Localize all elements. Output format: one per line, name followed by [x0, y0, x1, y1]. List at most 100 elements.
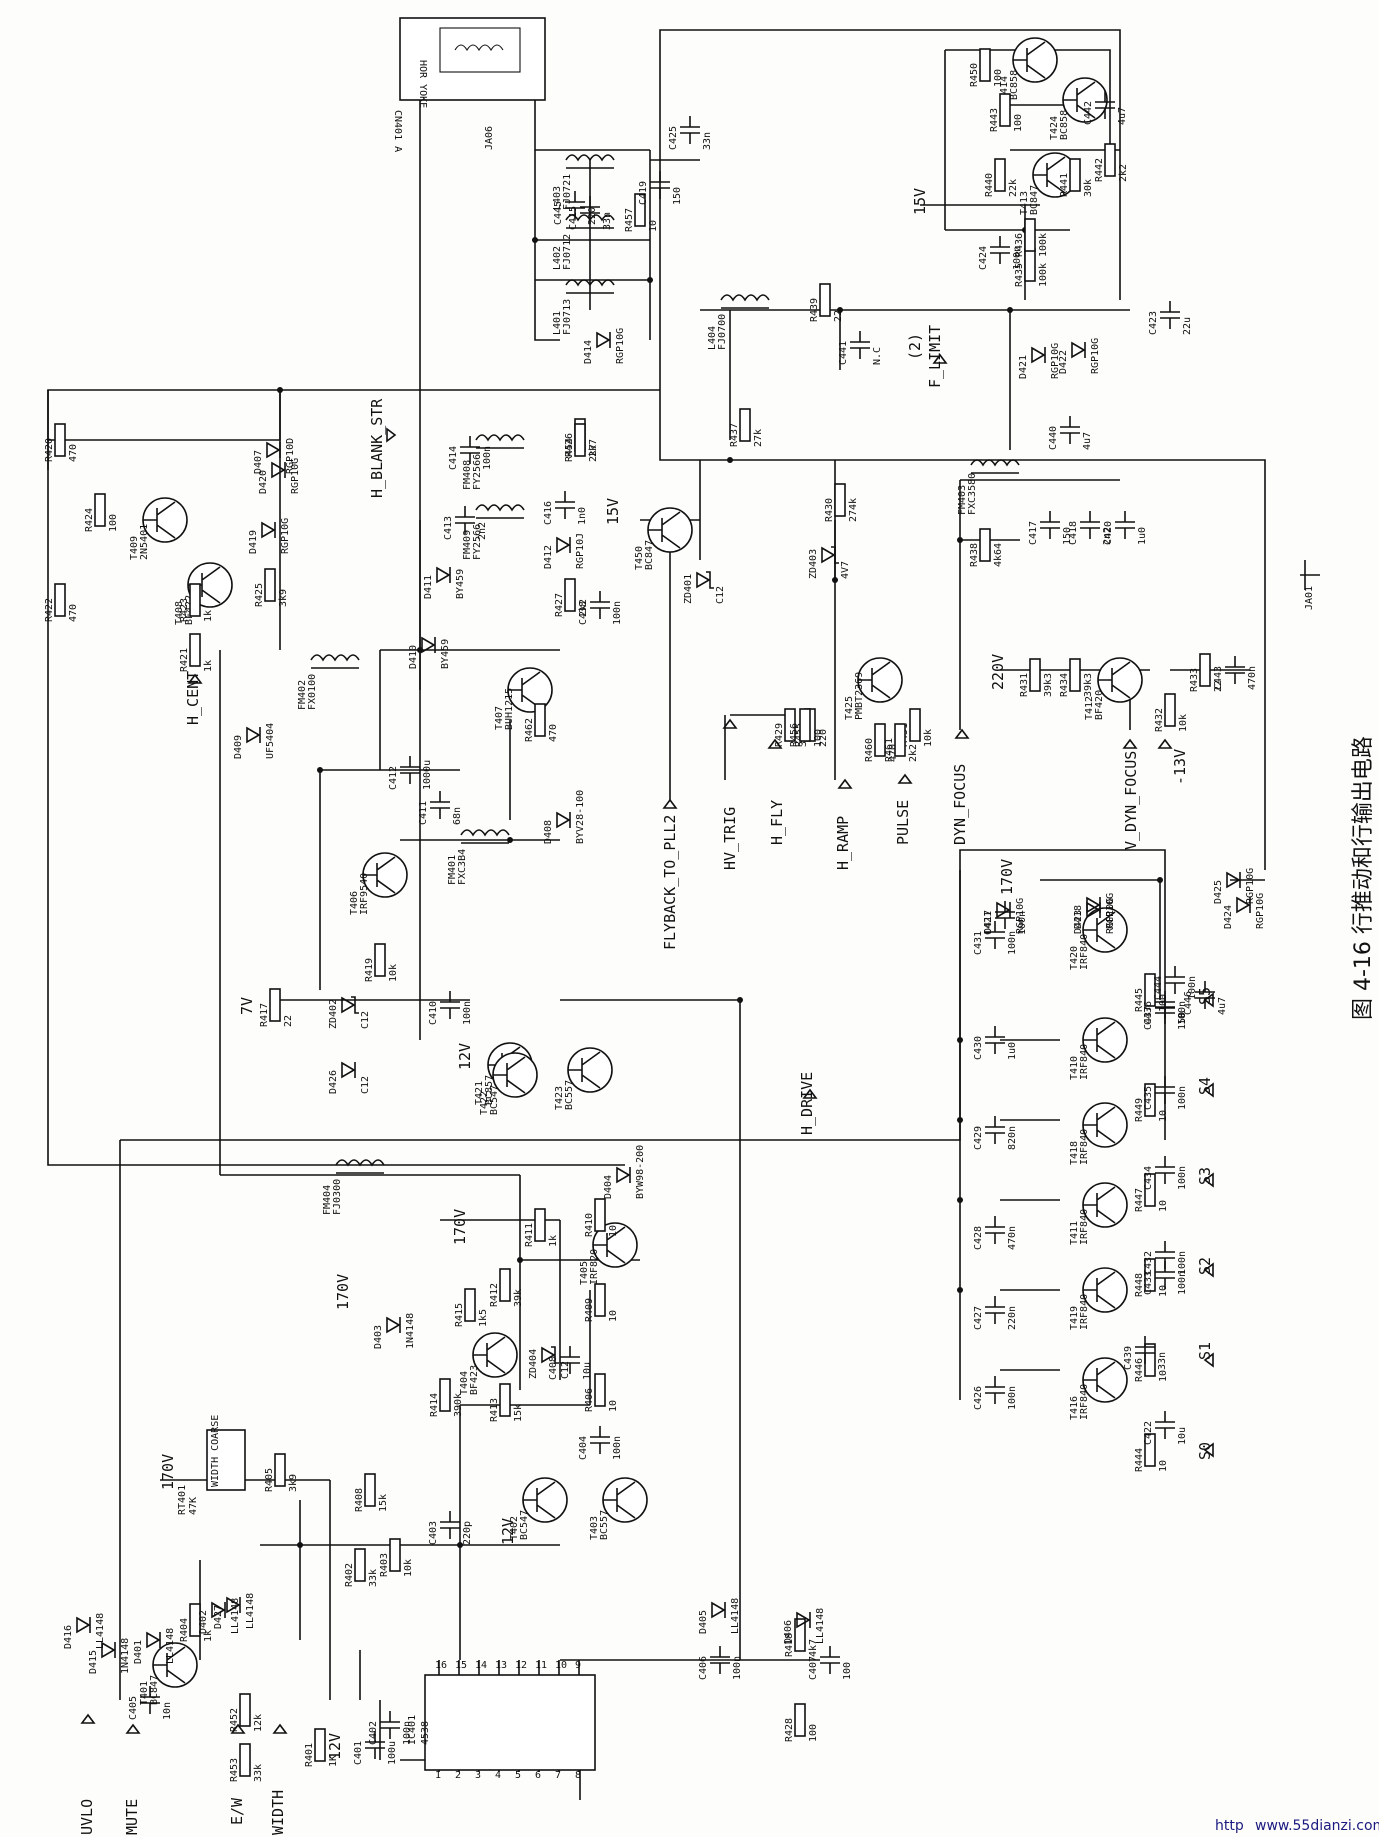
diode-ref: D422	[1058, 350, 1069, 374]
capacitor-ref: C437	[1143, 1006, 1154, 1030]
resistor-value: 15k	[513, 1404, 524, 1422]
transistor-type: BC857	[484, 1075, 495, 1105]
capacitor-value: 100n	[462, 1001, 473, 1025]
zener-value: C12	[560, 1361, 571, 1379]
capacitor-value: 100n	[732, 1656, 743, 1680]
supply-minus-13v: -13V	[1171, 749, 1189, 785]
diode-ref: D407	[253, 450, 264, 474]
capacitor-ref: C438	[578, 601, 589, 625]
resistor-ref: R435	[1014, 263, 1025, 287]
capacitor-ref: C445	[553, 201, 564, 225]
resistor-ref: R402	[344, 1563, 355, 1587]
capacitor-ref: C413	[443, 516, 454, 540]
resistor-value: 22k	[1008, 179, 1019, 197]
resistor-value: 100k	[1038, 233, 1049, 257]
resistor-value: 33k	[368, 1569, 379, 1587]
magnetic-value: FJ0300	[332, 1179, 343, 1215]
transistor-type: BC847	[644, 540, 655, 570]
diode-d412: D412 RGP10J	[543, 533, 586, 569]
transistor-type: IRF840	[1079, 1044, 1090, 1080]
diode-value: RGP10J	[575, 533, 586, 569]
diode-ref: D427	[213, 1605, 224, 1629]
ic-pin-number: 1	[435, 1770, 441, 1781]
magnetic-value: FY2566	[472, 454, 483, 490]
resistor-value: 10k	[923, 729, 934, 747]
magnetic-value: FXC3B4	[457, 849, 468, 885]
resistor-ref: R434	[1059, 673, 1070, 697]
capacitor-value: 820n	[1007, 1126, 1018, 1150]
capacitor-value: 1u0	[1007, 1042, 1018, 1060]
capacitor-value: 33n	[602, 212, 613, 230]
transistor-type: BF420	[1094, 690, 1105, 720]
diode-value: LL4148	[95, 1613, 106, 1649]
diode-value: RGP10G	[1050, 343, 1061, 379]
magnetic-value: FXC3580	[967, 473, 978, 515]
transistor-ref: T402	[509, 1516, 520, 1540]
capacitor-value: 100n	[612, 601, 623, 625]
resistor-value: 10	[1158, 1200, 1169, 1212]
capacitor-value: 150	[1177, 1012, 1188, 1030]
net-labels: H_BLANK_STR H_CENT FLYBACK_TO_PLL2 HV_TR…	[78, 325, 1214, 1835]
capacitor-value: 150	[672, 187, 683, 205]
resistor-ref: R415	[454, 1303, 465, 1327]
diode-ref: D401	[133, 1640, 144, 1664]
resistor-value: 100	[813, 729, 824, 747]
diode-value: RGP10G	[290, 458, 301, 494]
capacitor-ref: C415	[568, 206, 579, 230]
transistor-ref: T450	[634, 546, 645, 570]
diode-ref: D412	[543, 545, 554, 569]
magnetic-value: FX0100	[307, 674, 318, 710]
diode-value: C12	[360, 1076, 371, 1094]
capacitor-ref: C428	[973, 1226, 984, 1250]
resistor-ref: R424	[84, 508, 95, 532]
resistor-value: 100k	[1038, 263, 1049, 287]
resistor-ref: R460	[864, 738, 875, 762]
capacitor-ref: C424	[978, 246, 989, 270]
hor-yoke: HOR YOKE CN401 A	[392, 17, 546, 152]
resistor-ref: R454	[564, 438, 575, 462]
resistor-ref: R425	[254, 583, 265, 607]
resistor-ref: R448	[1134, 1273, 1145, 1297]
resistor-ref: R401	[304, 1743, 315, 1767]
capacitor-ref: C410	[428, 1001, 439, 1025]
resistor-ref: R409	[584, 1298, 595, 1322]
capacitor-ref: C427	[973, 1306, 984, 1330]
capacitor-ref: C417	[1028, 521, 1039, 545]
capacitor-value: 2n2	[477, 522, 488, 540]
zener-ref: ZD401	[683, 574, 694, 604]
figure-caption: 图 4-16 行推动和行输出电路	[1351, 736, 1376, 1020]
resistor-value: 10k	[388, 964, 399, 982]
transistor-type: IRF840	[1079, 1129, 1090, 1165]
diode-ref: D417	[983, 910, 994, 934]
resistor-ref: R426	[564, 433, 575, 457]
capacitor-ref: C405	[128, 1696, 139, 1720]
ic-pin-number: 10	[555, 1660, 567, 1671]
diode-value: RGP10G	[1245, 868, 1256, 904]
